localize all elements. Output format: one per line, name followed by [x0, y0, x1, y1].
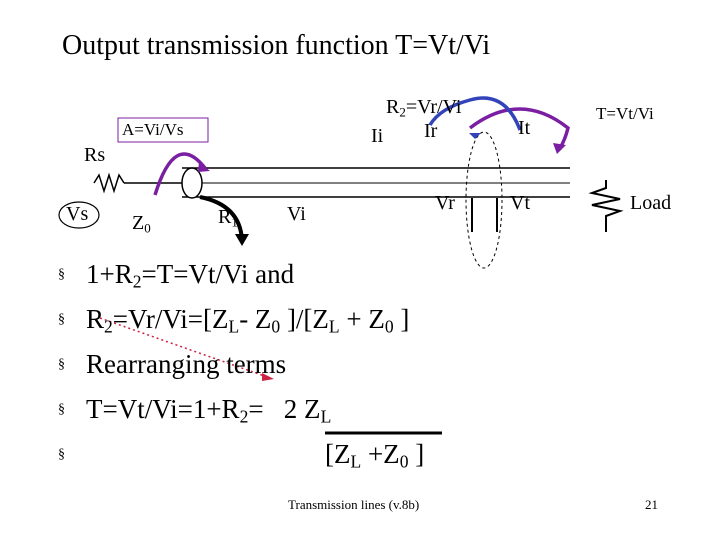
bullet-text-1: 1+R2=T=Vt/Vi and: [86, 259, 295, 292]
blue-arrow-ir: [428, 96, 522, 131]
dotted-red-link: [99, 317, 271, 379]
bullet-marker: §: [58, 402, 65, 417]
vt-label: Vt: [510, 192, 530, 214]
bullet-text-3: Rearranging terms: [86, 349, 287, 379]
load-resistor-zigzag: [588, 180, 624, 232]
vr-label: Vr: [435, 192, 455, 214]
purple-arrowhead-r2: [553, 143, 566, 154]
bullet-text-4: T=Vt/Vi=1+R2= 2 ZL: [86, 394, 332, 427]
rs-label: Rs: [84, 144, 106, 166]
black-arrow-r1: [199, 195, 244, 241]
it-label: It: [518, 117, 531, 139]
purple-arrow-r2: [468, 107, 570, 149]
bullet-marker: §: [58, 312, 65, 327]
z0-label: Z0: [132, 212, 151, 236]
ir-label: Ir: [424, 120, 438, 142]
vs-label: Vs: [66, 203, 89, 225]
load-label: Load: [630, 192, 672, 214]
r2-equation-label: R2=Vr/Vi: [386, 96, 462, 120]
slide-title: Output transmission function T=Vt/Vi: [62, 30, 491, 61]
purple-arrow-a: [153, 152, 207, 196]
source-resistor-zigzag: [93, 172, 125, 194]
bullet-marker: §: [58, 447, 65, 462]
vi-label: Vi: [287, 203, 306, 225]
a-equation-label: A=Vi/Vs: [122, 120, 184, 139]
ii-label: Ii: [371, 125, 384, 147]
bullet-text-2: R2=Vr/Vi=[ZL- Z0 ]/[ZL + Z0 ]: [86, 304, 410, 337]
bullet-marker: §: [58, 267, 65, 282]
page-number: 21: [645, 497, 658, 512]
black-arrowhead-r1: [235, 234, 249, 246]
cable-end-left: [181, 167, 203, 199]
dotted-red-arrowhead: [262, 373, 274, 381]
blue-arrowhead-ir: [469, 133, 481, 139]
t-equation-label: T=Vt/Vi: [596, 104, 654, 123]
bullet-marker: §: [58, 357, 65, 372]
junction-dashed-ellipse: [465, 131, 503, 269]
bullet-text-5: [ZL +Z0 ]: [325, 439, 425, 472]
footer-source: Transmission lines (v.8b): [288, 497, 420, 512]
purple-arrowhead-a: [198, 162, 210, 172]
r1-label: R1: [218, 206, 238, 230]
